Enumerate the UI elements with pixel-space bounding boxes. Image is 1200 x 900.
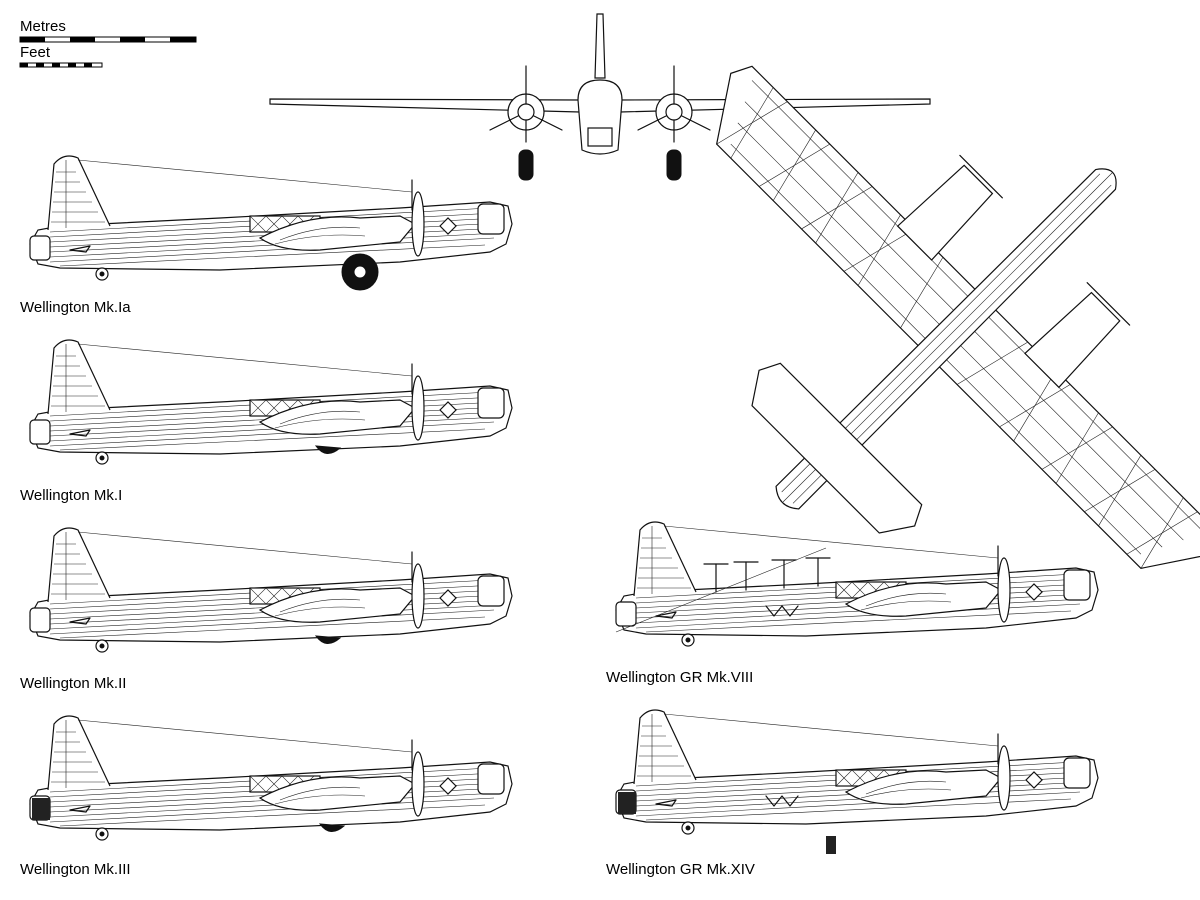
side-view-mk-ii [29, 527, 513, 653]
front-view [269, 13, 931, 181]
metres-scale-bar [19, 36, 197, 43]
side-view-mk-i [29, 339, 513, 465]
side-view-gr-mk-viii [615, 521, 1099, 647]
label-gr-mk-xiv: Wellington GR Mk.XIV [606, 861, 755, 878]
scale-metres-label: Metres [20, 18, 66, 35]
label-gr-mk-viii: Wellington GR Mk.VIII [606, 669, 754, 686]
side-view-mk-iii [29, 715, 513, 841]
side-view-mk-ia [29, 155, 513, 291]
label-mk-iii: Wellington Mk.III [20, 861, 131, 878]
side-view-gr-mk-xiv [615, 709, 1099, 854]
plan-view [716, 65, 1200, 569]
scale-feet-label: Feet [20, 44, 51, 61]
label-mk-ia: Wellington Mk.Ia [20, 299, 131, 316]
label-mk-ii: Wellington Mk.II [20, 675, 127, 692]
label-mk-i: Wellington Mk.I [20, 487, 123, 504]
feet-scale-bar [19, 62, 103, 68]
